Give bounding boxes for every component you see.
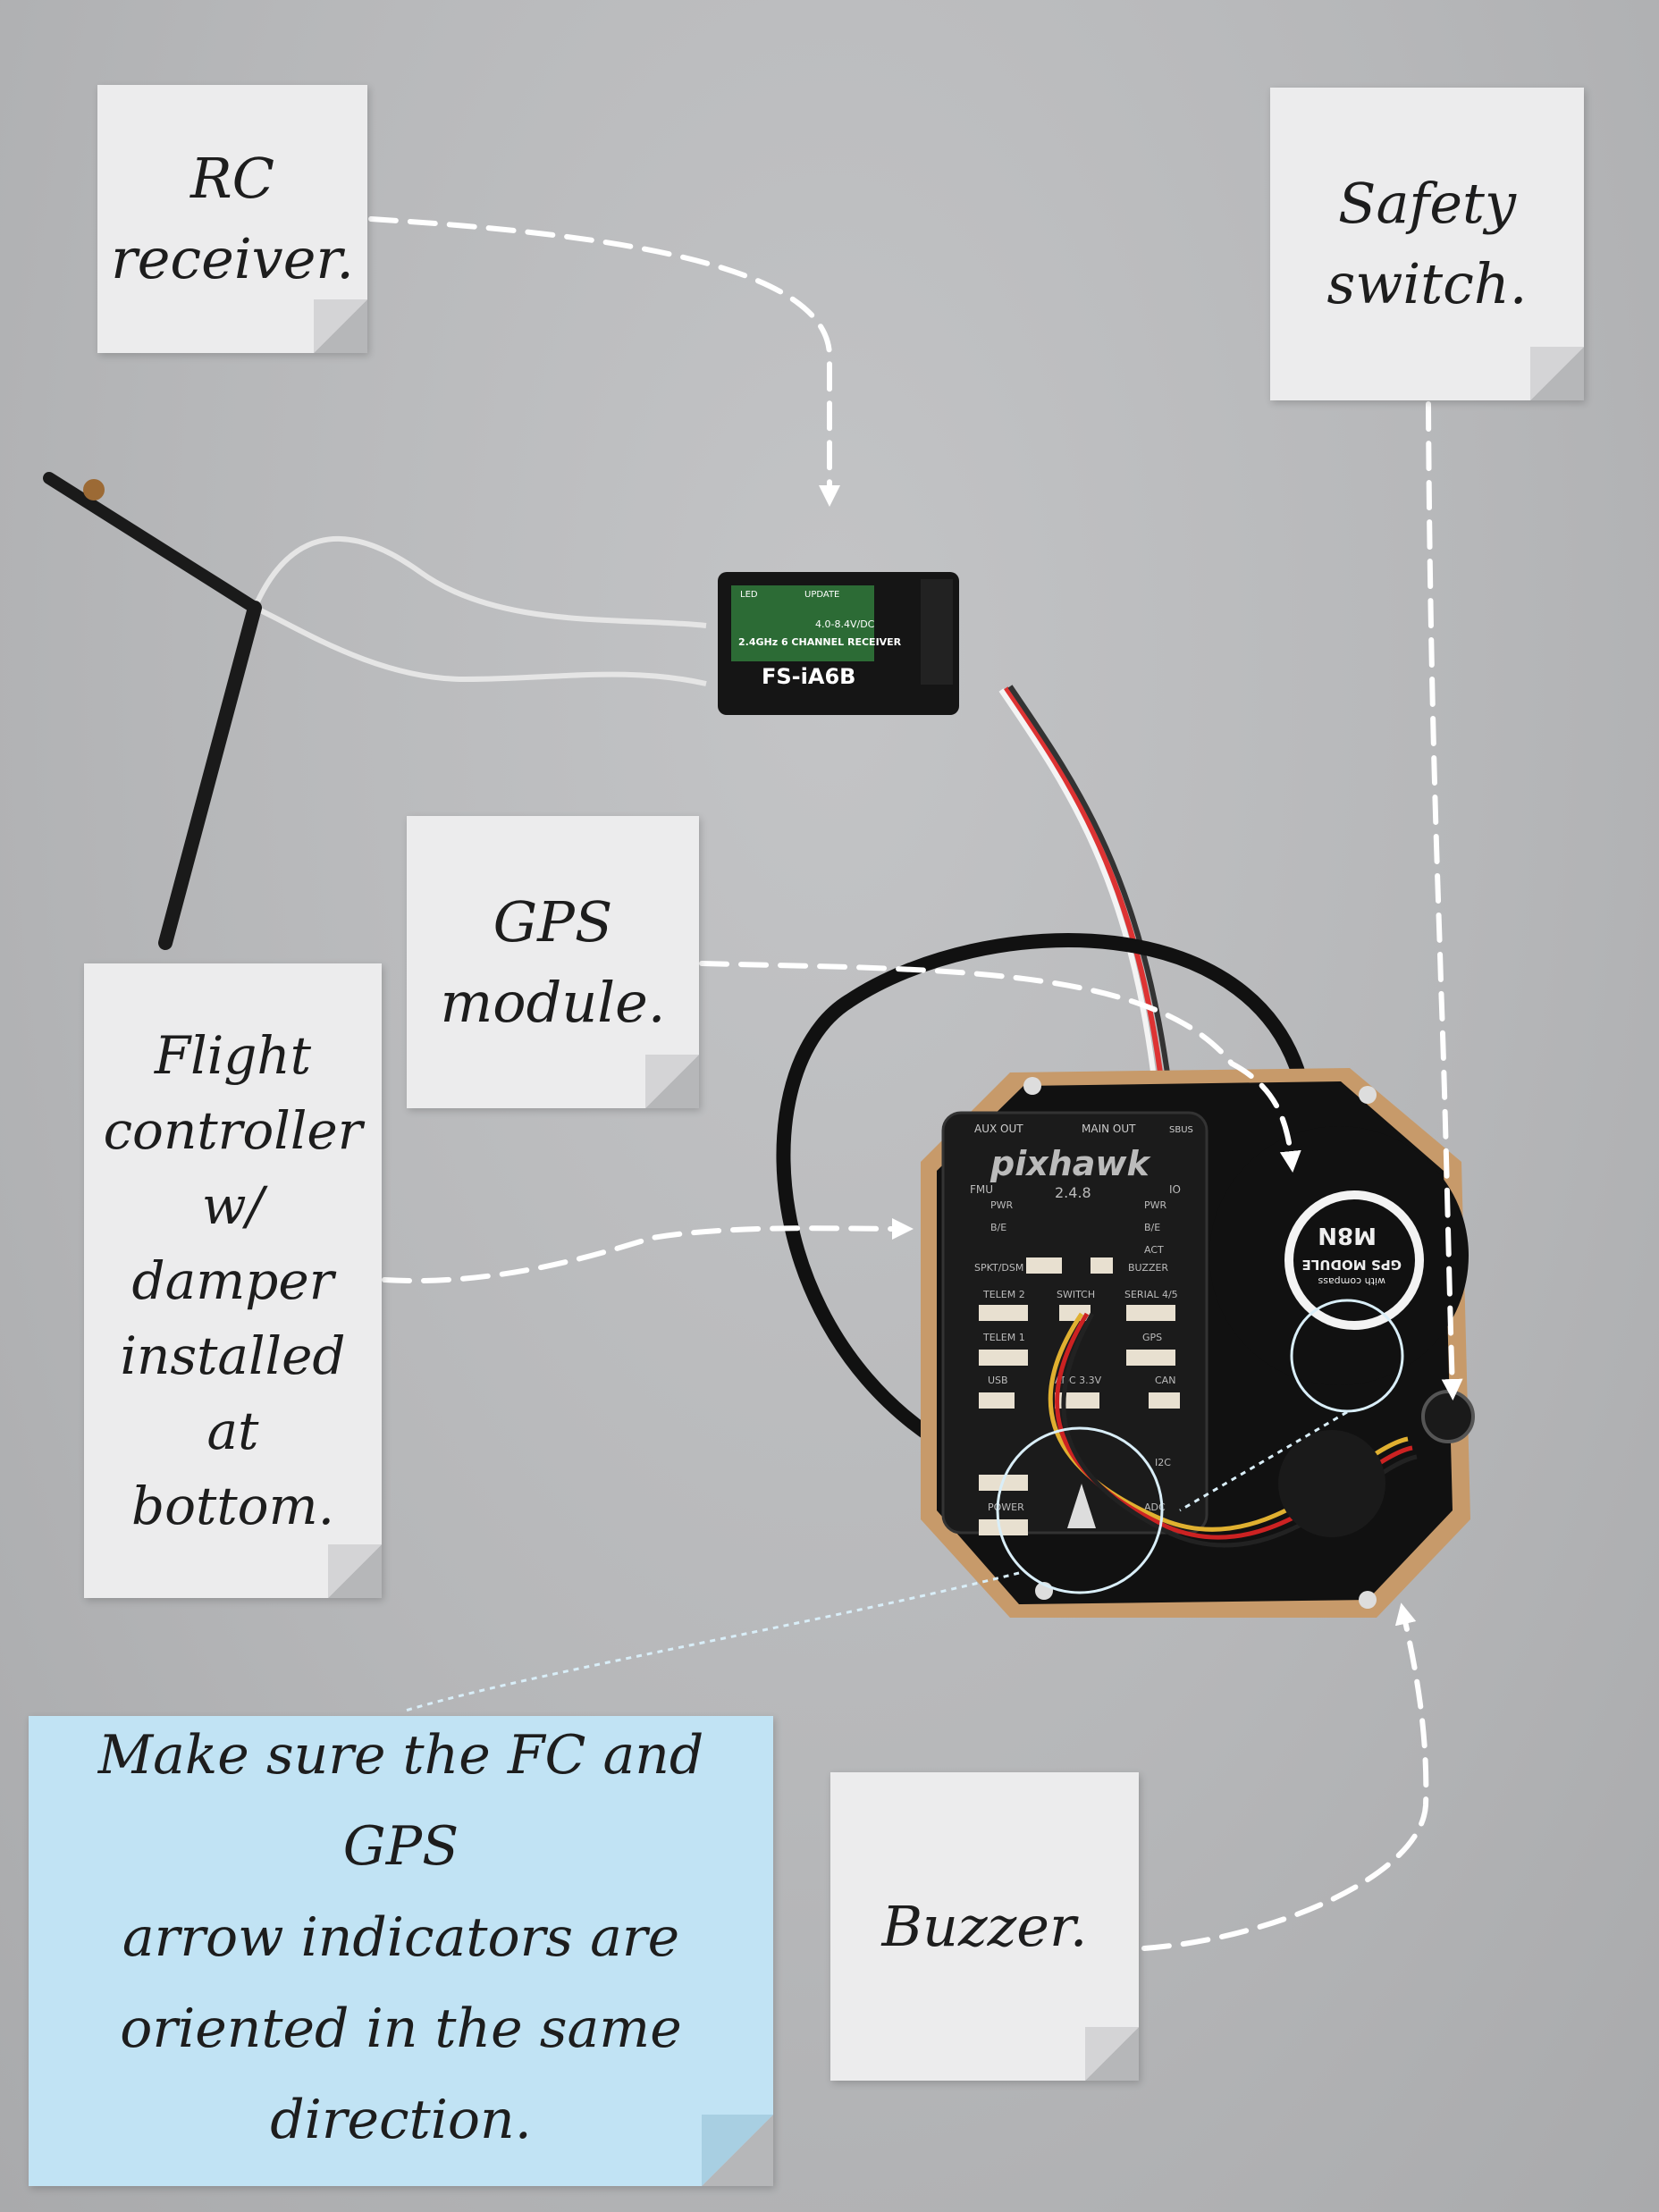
- gps-module-label: GPS MODULE: [1302, 1257, 1402, 1273]
- orientation-tip-note-text: Make sure the FC and GPS arrow indicator…: [97, 1724, 704, 2151]
- fc-pwr-io-label: PWR: [1144, 1199, 1167, 1211]
- fc-be-label: B/E: [990, 1222, 1006, 1233]
- gps-model-label: M8N: [1318, 1222, 1377, 1249]
- receiver-band-label: 2.4GHz 6 CHANNEL RECEIVER: [738, 636, 902, 648]
- rc-receiver-note: RC receiver.: [97, 85, 367, 353]
- safety-switch-device: [1421, 1390, 1475, 1443]
- safety-switch-note: Safety switch.: [1270, 88, 1584, 400]
- fc-fmu-label: FMU: [970, 1183, 993, 1196]
- buzzer-device: [1278, 1430, 1385, 1537]
- gps-pointer-arrow: [699, 961, 1301, 1173]
- fc-can-label: CAN: [1155, 1375, 1175, 1386]
- antenna: [43, 472, 707, 950]
- buzzer-note: Buzzer.: [830, 1772, 1139, 2081]
- fc-sbus-label: SBUS: [1169, 1125, 1193, 1135]
- safety-switch-note-text: Safety switch.: [1326, 171, 1528, 316]
- fc-aux-out-label: AUX OUT: [974, 1123, 1023, 1135]
- receiver-model-label: FS-iA6B: [762, 664, 855, 689]
- fc-spkt-label: SPKT/DSM: [974, 1262, 1023, 1274]
- receiver-update-label: UPDATE: [804, 590, 839, 600]
- tip-link: [401, 1571, 1020, 1713]
- fc-buzzer-label: BUZZER: [1128, 1262, 1168, 1274]
- buzzer-note-text: Buzzer.: [881, 1893, 1088, 1959]
- safety-pointer-arrow: [1426, 401, 1463, 1400]
- gps-cable: [776, 933, 1312, 1486]
- flight-controller-note: Flight controller w/ damper installed at…: [84, 963, 382, 1598]
- fc-arrow-highlight: [996, 1426, 1164, 1594]
- buzzer-pointer-arrow: [1141, 1602, 1429, 1951]
- fc-switch-label: SWITCH: [1057, 1289, 1095, 1300]
- fc-pwr-label: PWR: [990, 1199, 1014, 1211]
- rc-pointer-arrow: [368, 216, 840, 507]
- fc-io-label: IO: [1169, 1183, 1181, 1196]
- fc-power-label: POWER: [988, 1501, 1024, 1513]
- fc-pointer-arrow: [382, 1217, 914, 1283]
- gps-arrow-highlight: [1290, 1299, 1404, 1413]
- gps-module: M8N GPS MODULE with compass: [1209, 1126, 1469, 1385]
- fc-arrow-indicator: [1067, 1484, 1096, 1528]
- gps-module-note: GPS module.: [407, 816, 699, 1108]
- receiver-cable: [998, 685, 1172, 1087]
- fc-telem2-label: TELEM 2: [982, 1289, 1025, 1300]
- gps-module-note-text: GPS module.: [440, 888, 666, 1035]
- rc-receiver: LED UPDATE 4.0-8.4V/DC 2.4GHz 6 CHANNEL …: [718, 572, 959, 715]
- fc-telem1-label: TELEM 1: [982, 1332, 1025, 1343]
- orientation-tip-note: Make sure the FC and GPS arrow indicator…: [29, 1716, 773, 2186]
- flight-controller-note-text: Flight controller w/ damper installed at…: [103, 1024, 363, 1537]
- fc-adc2-label: ADC: [1144, 1501, 1166, 1513]
- fc-i2c-label: I2C: [1155, 1457, 1171, 1468]
- fc-version-label: 2.4.8: [1055, 1184, 1091, 1201]
- fc-gps-label: GPS: [1142, 1332, 1162, 1343]
- gps-compass-label: with compass: [1318, 1275, 1385, 1287]
- fc-brand-label: pixhawk: [990, 1144, 1152, 1183]
- fc-be-io-label: B/E: [1144, 1222, 1160, 1233]
- fc-serial45-label: SERIAL 4/5: [1124, 1289, 1178, 1300]
- gps-highlight-link: [1179, 1410, 1348, 1512]
- fc-act-label: ACT: [1144, 1244, 1164, 1256]
- rc-receiver-note-text: RC receiver.: [111, 146, 354, 291]
- receiver-voltage-label: 4.0-8.4V/DC: [815, 618, 875, 630]
- fc-usb-label: USB: [988, 1375, 1008, 1386]
- receiver-led-label: LED: [740, 590, 758, 600]
- fc-main-out-label: MAIN OUT: [1082, 1123, 1136, 1135]
